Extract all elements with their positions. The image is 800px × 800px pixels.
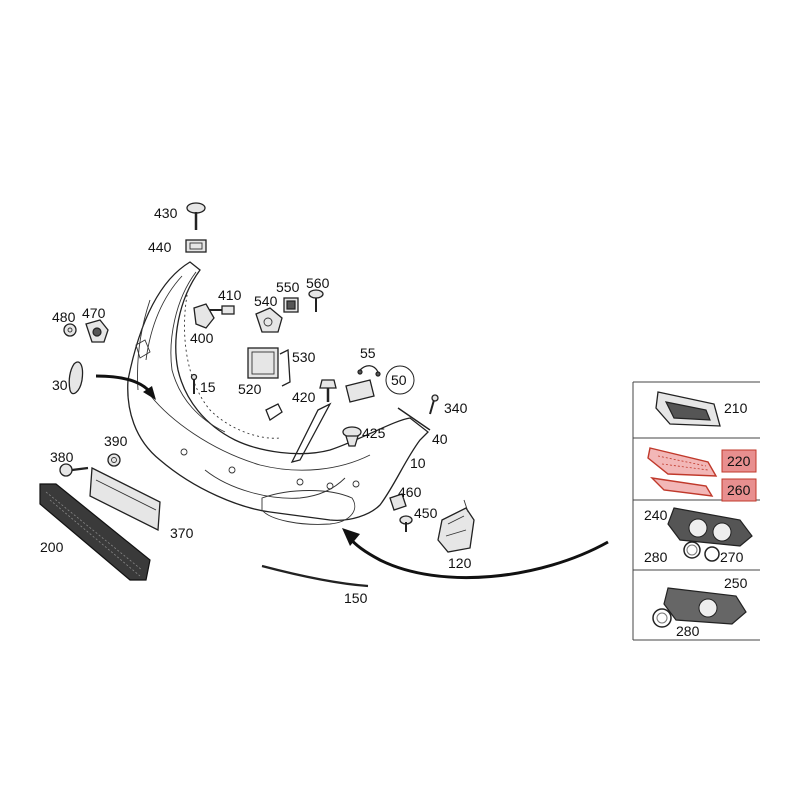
- label-260: 260: [727, 482, 751, 498]
- cover-30-icon: [68, 361, 84, 395]
- label-460: 460: [398, 484, 422, 500]
- clip-425-icon: [342, 426, 362, 447]
- strip-40: [397, 407, 431, 431]
- label-425: 425: [362, 425, 386, 441]
- label-450: 450: [414, 505, 438, 521]
- label-370: 370: [170, 525, 194, 541]
- clip-440-icon: [185, 239, 207, 253]
- washer-cover-right-icon: [290, 402, 332, 463]
- insert-220-icon: [647, 447, 718, 477]
- label-40: 40: [432, 431, 448, 447]
- arrow-30: [95, 374, 156, 400]
- label-340: 340: [444, 400, 468, 416]
- label-470: 470: [82, 305, 106, 321]
- label-280-b: 280: [676, 623, 700, 639]
- arrow-fog-panel: [342, 528, 609, 580]
- label-10: 10: [410, 455, 426, 471]
- clip-550-icon: [283, 297, 299, 313]
- bracket-530-icon: [279, 348, 291, 387]
- bolt-410-icon: [208, 305, 235, 315]
- bolt-380-icon: [59, 463, 89, 477]
- strip-150: [261, 564, 369, 588]
- module-520-icon: [247, 347, 279, 379]
- sensor-55-icon: [357, 365, 381, 377]
- bolt-450-icon: [399, 515, 413, 532]
- label-240: 240: [644, 507, 668, 523]
- washer-cover-left-icon: [265, 403, 283, 421]
- label-30: 30: [52, 377, 68, 393]
- bumper-cover: [127, 261, 429, 525]
- highlight-220-box: [721, 449, 757, 473]
- label-55: 55: [360, 345, 376, 361]
- label-560: 560: [306, 275, 330, 291]
- bracket-50-icon: [345, 379, 375, 403]
- ring-280-icon: [683, 541, 701, 559]
- sensor-400-icon: [193, 303, 215, 329]
- label-15: 15: [200, 379, 216, 395]
- fog-grille-250-icon: [663, 587, 747, 625]
- label-150: 150: [344, 590, 368, 606]
- label-250: 250: [724, 575, 748, 591]
- label-410: 410: [218, 287, 242, 303]
- label-120: 120: [448, 555, 472, 571]
- label-540: 540: [254, 293, 278, 309]
- label-220: 220: [727, 453, 751, 469]
- screw-560-icon: [308, 289, 324, 312]
- bracket-540-icon: [255, 307, 283, 333]
- strip-260-icon: [650, 476, 714, 497]
- clip-460-icon: [389, 493, 407, 511]
- label-530: 530: [292, 349, 316, 365]
- label-200: 200: [40, 539, 64, 555]
- nut-390-icon: [107, 453, 121, 467]
- label-270: 270: [720, 549, 744, 565]
- screw-430-icon: [186, 202, 206, 230]
- sensor-470-icon: [85, 319, 109, 343]
- plate-holder-370-icon: [89, 466, 161, 532]
- label-480: 480: [52, 309, 76, 325]
- nut-480-icon: [63, 323, 77, 337]
- bracket-120-icon: [437, 499, 475, 553]
- label-380: 380: [50, 449, 74, 465]
- label-420: 420: [292, 389, 316, 405]
- label-430: 430: [154, 205, 178, 221]
- clip-340-icon: [429, 394, 439, 415]
- insert-210-icon: [655, 391, 721, 427]
- ring-270-icon: [704, 546, 720, 562]
- label-400: 400: [190, 330, 214, 346]
- label-50: 50: [391, 372, 407, 388]
- highlight-260-box: [721, 478, 757, 502]
- label-390: 390: [104, 433, 128, 449]
- bolt-420-icon: [319, 379, 337, 402]
- fog-grille-240-icon: [667, 507, 753, 547]
- label-210: 210: [724, 400, 748, 416]
- label-550: 550: [276, 279, 300, 295]
- callout-50-circle: [385, 365, 415, 395]
- clip-15-icon: [190, 373, 198, 394]
- grille-200-icon: [39, 483, 151, 581]
- label-520: 520: [238, 381, 262, 397]
- ring-280-b-icon: [652, 608, 672, 628]
- label-440: 440: [148, 239, 172, 255]
- label-280-a: 280: [644, 549, 668, 565]
